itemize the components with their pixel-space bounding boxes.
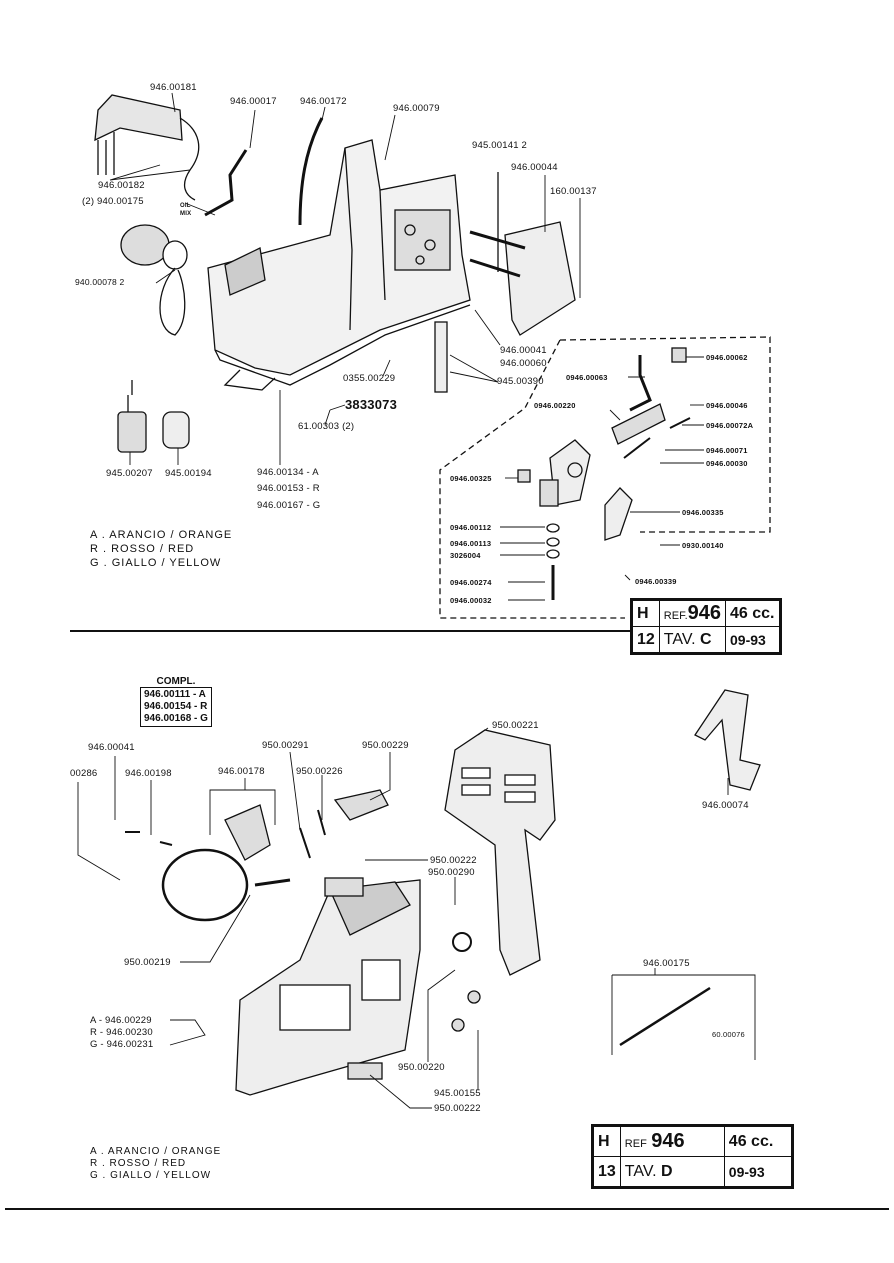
part-label: 950.00220 bbox=[398, 1062, 445, 1073]
color-legend-top: A . ARANCIO / ORANGE R . ROSSO / RED G .… bbox=[90, 528, 232, 570]
legend-item: R . ROSSO / RED bbox=[90, 543, 195, 555]
compl-block: COMPL. 946.00111 - A 946.00154 - R 946.0… bbox=[140, 676, 212, 727]
pump-part-label: 0946.00335 bbox=[682, 508, 724, 517]
part-label: 950.00229 bbox=[362, 740, 409, 751]
compl-item: 946.00154 - R bbox=[144, 701, 208, 712]
part-label: 945.00390 bbox=[497, 376, 544, 387]
part-label: 0355.00229 bbox=[343, 373, 396, 384]
pump-part-label: 0946.00030 bbox=[706, 459, 748, 468]
part-label: 60.00076 bbox=[712, 1030, 745, 1039]
chain-cover-drawing bbox=[235, 879, 421, 1096]
part-label: A - 946.00229 bbox=[90, 1015, 152, 1026]
pump-part-label: 3026004 bbox=[450, 551, 481, 560]
title-cc: 46 cc. bbox=[725, 600, 780, 627]
pump-part-label: 0946.00113 bbox=[450, 539, 492, 548]
title-tav: TAV. C bbox=[658, 626, 727, 653]
pump-part-label: 0946.00274 bbox=[450, 578, 492, 587]
leader-lines-bottom bbox=[77, 727, 729, 1109]
part-label: 160.00137 bbox=[550, 186, 597, 197]
part-label: 950.00222 bbox=[430, 855, 477, 866]
pump-part-label: 0946.00220 bbox=[534, 401, 576, 410]
pump-part-label: 0946.00063 bbox=[566, 373, 608, 382]
part-label: 3833073 bbox=[345, 397, 398, 412]
chassis-block-drawing bbox=[207, 139, 471, 391]
part-label: 945.00141 2 bbox=[472, 140, 528, 151]
title-cc: 46 cc. bbox=[723, 1126, 792, 1157]
leader-lines-top bbox=[109, 92, 704, 601]
compl-title: COMPL. bbox=[156, 676, 196, 687]
part-label: 945.00155 bbox=[434, 1088, 481, 1099]
part-label: 950.00291 bbox=[262, 740, 309, 751]
title-letter: H bbox=[593, 1126, 621, 1157]
part-label: 946.00134 - A bbox=[257, 467, 319, 478]
part-label: 946.00017 bbox=[230, 96, 277, 107]
pump-part-label: 0946.00325 bbox=[450, 474, 492, 483]
title-page: 13 bbox=[593, 1156, 621, 1187]
part-label: 00286 bbox=[70, 768, 98, 779]
part-label: 945.00207 bbox=[106, 468, 153, 479]
handle-drawing bbox=[94, 94, 183, 175]
pump-part-label: 0946.00032 bbox=[450, 596, 492, 605]
title-ref: REF 946 bbox=[619, 1126, 725, 1157]
part-label: (2) 940.00175 bbox=[82, 196, 144, 207]
part-label: 950.00221 bbox=[492, 720, 539, 731]
compl-item: 946.00111 - A bbox=[144, 689, 206, 700]
legend-item: A . ARANCIO / ORANGE bbox=[90, 529, 233, 541]
title-date: 09-93 bbox=[725, 626, 780, 653]
oil-label: OIL bbox=[180, 203, 191, 209]
legend-item: G . GIALLO / YELLOW bbox=[90, 557, 222, 569]
color-legend-bottom: A . ARANCIO / ORANGE R . ROSSO / RED G .… bbox=[90, 1146, 221, 1182]
title-block-top: H REF.946 46 cc. 12 TAV. C 09-93 bbox=[630, 598, 782, 655]
pump-part-label: 0930.00140 bbox=[682, 541, 724, 550]
title-letter: H bbox=[632, 600, 660, 627]
part-label: 946.00074 bbox=[702, 800, 749, 811]
part-label: 946.00182 bbox=[98, 180, 145, 191]
mix-label: MIX bbox=[180, 211, 192, 217]
legend-item: R . ROSSO / RED bbox=[90, 1158, 187, 1169]
part-label: 946.00172 bbox=[300, 96, 347, 107]
title-tav: TAV. D bbox=[619, 1156, 725, 1187]
part-label: 946.00060 bbox=[500, 358, 547, 369]
part-label: 945.00194 bbox=[165, 468, 212, 479]
part-label: 950.00226 bbox=[296, 766, 343, 777]
pump-part-label: 0946.00072A bbox=[706, 421, 754, 430]
part-label: 946.00181 bbox=[150, 82, 197, 93]
part-label: 61.00303 (2) bbox=[298, 421, 355, 432]
oil-pump-box bbox=[439, 336, 771, 619]
part-label: 946.00175 bbox=[643, 958, 690, 969]
title-page: 12 bbox=[632, 626, 660, 653]
pump-part-label: 0946.00071 bbox=[706, 446, 748, 455]
title-ref: REF.946 bbox=[658, 600, 727, 627]
pump-part-label: 0946.00339 bbox=[635, 577, 677, 586]
legend-item: A . ARANCIO / ORANGE bbox=[90, 1146, 222, 1157]
part-label: 950.00290 bbox=[428, 867, 475, 878]
part-label: 946.00153 - R bbox=[257, 483, 320, 494]
page-bottom-rule bbox=[5, 1208, 889, 1210]
title-block-bottom: H REF 946 46 cc. 13 TAV. D 09-93 bbox=[591, 1124, 794, 1189]
pump-part-label: 0946.00112 bbox=[450, 523, 492, 532]
fuel-cap-drawing bbox=[120, 224, 188, 336]
legend-item: G . GIALLO / YELLOW bbox=[90, 1170, 212, 1181]
compl-item: 946.00168 - G bbox=[144, 713, 208, 724]
part-label: R - 946.00230 bbox=[90, 1027, 153, 1038]
part-label: 940.00078 2 bbox=[75, 277, 125, 287]
part-label: 946.00198 bbox=[125, 768, 172, 779]
title-date: 09-93 bbox=[723, 1156, 792, 1187]
part-label: G - 946.00231 bbox=[90, 1039, 154, 1050]
hand-guard-drawing bbox=[444, 729, 556, 976]
part-label: 946.00178 bbox=[218, 766, 265, 777]
part-label: 950.00222 bbox=[434, 1103, 481, 1114]
part-label: 946.00041 bbox=[88, 742, 135, 753]
part-label: 950.00219 bbox=[124, 957, 171, 968]
part-label: 946.00079 bbox=[393, 103, 440, 114]
part-label: 946.00167 - G bbox=[257, 500, 321, 511]
pump-part-label: 0946.00046 bbox=[706, 401, 748, 410]
part-label: 946.00044 bbox=[511, 162, 558, 173]
pump-part-label: 0946.00062 bbox=[706, 353, 748, 362]
section-divider bbox=[70, 630, 630, 632]
part-label: 946.00041 bbox=[500, 345, 547, 356]
